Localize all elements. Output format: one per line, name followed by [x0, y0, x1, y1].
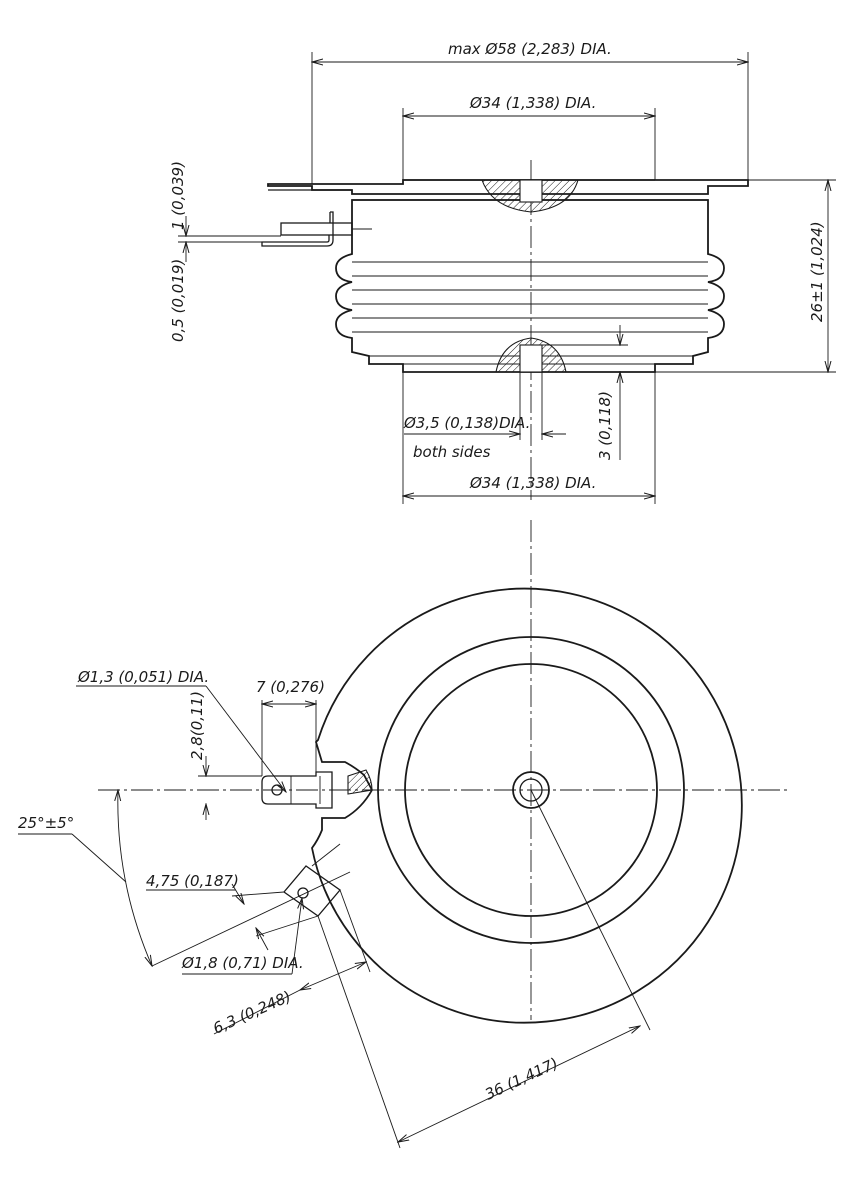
- label-radius-to-lug: 36 (1,417): [482, 1054, 561, 1103]
- label-height: 26±1 (1,024): [808, 221, 826, 322]
- gate-terminal-plan: [261, 771, 333, 809]
- leader-63: [213, 989, 301, 1035]
- ext-475-a: [231, 891, 285, 897]
- dim-lug-length: [300, 962, 366, 990]
- lug-center-line: [151, 871, 351, 967]
- label-gate-hole-diameter: Ø1,3 (0,051) DIA.: [77, 668, 209, 686]
- label-lug-hole-diameter: Ø1,8 (0,71) DIA.: [181, 954, 304, 972]
- label-terminal-thickness: 0,5 (0,019): [169, 259, 187, 342]
- label-top-contact: Ø34 (1,338) DIA.: [469, 94, 596, 112]
- outer-flange-circle: [311, 587, 743, 1024]
- notch-stub: [347, 769, 373, 795]
- label-both-sides: both sides: [413, 443, 491, 461]
- label-angle: 25°±5°: [18, 814, 74, 832]
- ext-36-center: [530, 789, 651, 1031]
- label-hole-depth: 3 (0,118): [596, 391, 614, 460]
- label-terminal-offset: 2,8(0,11): [188, 691, 206, 760]
- housing-circle: [377, 636, 685, 944]
- leader-lug-hole: [291, 898, 302, 975]
- gate-terminal-side: [261, 211, 372, 247]
- label-lug-width: 4,75 (0,187): [146, 872, 239, 890]
- top-view: 7 (0,276) 2,8(0,11) Ø1,3 (0,051) DIA. 25…: [18, 520, 790, 1149]
- ext-36-lug: [317, 915, 401, 1149]
- leader-gate-hole: [205, 685, 286, 792]
- center-hole-outer: [512, 771, 550, 809]
- label-max-diameter: max Ø58 (2,283) DIA.: [448, 40, 612, 58]
- dim-angle-arc: [118, 790, 152, 966]
- label-hole-diameter: Ø3,5 (0,138)DIA.: [403, 414, 530, 432]
- label-flange-thickness: 1 (0,039): [169, 161, 187, 230]
- bottom-hole: [519, 344, 543, 373]
- contact-circle: [404, 663, 658, 917]
- ext-475-b: [255, 915, 319, 937]
- side-view: max Ø58 (2,283) DIA. Ø34 (1,338) DIA. Ø3…: [169, 40, 836, 504]
- top-hole: [519, 179, 543, 203]
- ext-63-a: [339, 889, 371, 973]
- dim-475-arrow-b: [256, 928, 269, 951]
- label-terminal-length: 7 (0,276): [256, 678, 325, 696]
- label-bottom-contact: Ø34 (1,338) DIA.: [469, 474, 596, 492]
- dim-475-arrow-a: [231, 883, 244, 904]
- dim-radius-to-lug: [398, 1026, 640, 1142]
- center-hole-inner: [519, 778, 543, 802]
- leader-angle: [71, 833, 127, 883]
- label-lug-length: 6,3 (0,248): [210, 987, 293, 1037]
